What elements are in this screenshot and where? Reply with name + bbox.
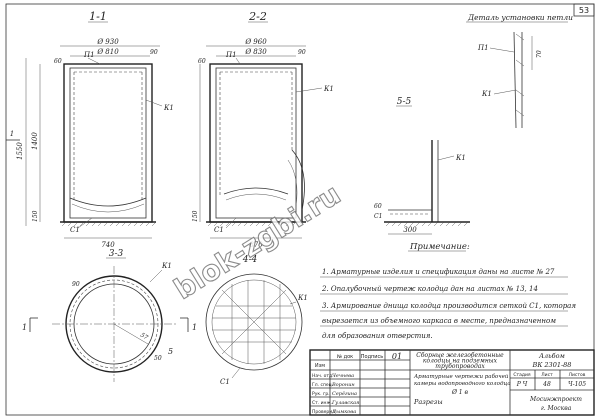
- tb-name-4: Гулавская: [331, 400, 359, 406]
- dim-h1400-view1: 1400: [31, 132, 39, 150]
- dim-a50-plan: 50: [154, 355, 162, 362]
- dim-w870-view2: 870: [249, 241, 263, 249]
- tb-stage-val: Р Ч: [516, 381, 528, 388]
- view-1-1: 1-1 Ø 930 Ø 810 60 90 П1: [6, 10, 174, 249]
- tb-project-1: Сборные железобетонные: [416, 352, 504, 359]
- view-5-5: 5-5 К1 300 60 С1: [374, 97, 470, 235]
- callout-loop-view2: П1: [225, 51, 237, 59]
- page-number-box: [573, 3, 595, 17]
- dim-d810-view1: Ø 810: [96, 48, 119, 56]
- dim-d830-view2: Ø 830: [244, 48, 267, 56]
- callout-mesh-view5: С1: [374, 213, 382, 220]
- dim-t60-view1: 60: [54, 58, 62, 65]
- base-hatch-view2: [207, 221, 303, 227]
- view-4-4-title: 4-4: [242, 255, 258, 265]
- dim-h150-view1: 150: [32, 210, 39, 222]
- dim-w300-view5: 300: [403, 226, 417, 234]
- callout-loop-detail: П1: [477, 44, 489, 52]
- note-3-line2: вырезается из объемного каркаса в месте,…: [322, 317, 556, 325]
- dim-w740-view1: 740: [101, 241, 115, 249]
- dim-d960-view2: Ø 960: [244, 38, 267, 46]
- tb-head-doc: № док: [337, 354, 353, 360]
- tb-role-1: Нач. отд.: [312, 373, 334, 379]
- tb-sheet-title-1: Арматурные чертежи рабочей: [413, 373, 509, 380]
- dim-t90-view1: 90: [150, 49, 158, 56]
- tb-project-2: колодцы на подземных: [423, 358, 498, 365]
- tb-name-1: Чечнева: [332, 373, 354, 379]
- section-marker-1-left: 1: [22, 323, 27, 332]
- view-4-4: 4-4 С1 К1: [205, 255, 308, 386]
- tb-name-2: Воронин: [331, 382, 355, 388]
- tb-org-1: Мосинжпроект: [529, 396, 582, 403]
- note-3-line1: 3. Армирование днища колодца производитс…: [322, 302, 576, 310]
- tb-role-5: Проверил: [312, 409, 335, 415]
- dim-r57-plan: 57: [139, 332, 149, 342]
- tb-sheet-val: 48: [542, 381, 551, 388]
- tb-head-izm: Изм: [315, 363, 325, 369]
- dim-h1550-view1: 1550: [16, 142, 24, 160]
- dim-t70-detail: 70: [536, 50, 543, 58]
- tb-copy-mark: 01: [392, 352, 402, 361]
- tb-sheets-val: Ч-105: [568, 381, 586, 388]
- sheet-border: [5, 3, 595, 416]
- callout-rebar-detail: К1: [481, 90, 492, 98]
- view-3-3: 3-3 57 50 90 5 К1 1 1: [22, 249, 197, 382]
- tb-sheet-title-4: Разрезы: [413, 398, 443, 406]
- page-number: 53: [579, 6, 589, 15]
- callout-rebar-view1: К1: [163, 104, 174, 112]
- callout-mesh-view2: С1: [214, 226, 224, 234]
- dim-h150-view2: 150: [192, 210, 199, 222]
- view-3-3-title: 3-3: [109, 249, 124, 259]
- tb-role-2: Гл. спец.: [312, 382, 333, 388]
- tb-role-3: Рук. гр.: [312, 391, 330, 397]
- view-1-1-title: 1-1: [89, 10, 107, 23]
- dim-d930-view1: Ø 930: [96, 38, 119, 46]
- callout-rebar-plan2: К1: [297, 294, 308, 302]
- base-hatch-view1: [61, 221, 157, 227]
- tb-name-5: Дымкова: [331, 409, 356, 415]
- tb-role-4: Ст. инж.: [312, 400, 332, 406]
- view-5-5-title: 5-5: [397, 97, 412, 107]
- callout-rebar-view5: К1: [455, 154, 466, 162]
- watermark: blok-zgbi.ru: [168, 178, 346, 306]
- tb-head-sign: Подпись: [361, 354, 384, 360]
- section-marker-3-left: 1: [10, 130, 14, 138]
- tb-stage-head: Стадия: [513, 372, 531, 378]
- detail-loop-installation: Деталь установки петли П1 70 К1: [466, 13, 573, 129]
- view-2-2-title: 2-2: [248, 10, 267, 23]
- notes-block: Примечание: 1. Арматурные изделия и спец…: [320, 242, 576, 340]
- base-hatch-view5: [385, 221, 469, 227]
- notes-heading: Примечание:: [409, 242, 470, 252]
- dim-t90-plan: 90: [72, 281, 80, 288]
- section-marker-1-right: 1: [192, 323, 197, 332]
- callout-rebar-view2: К1: [323, 85, 334, 93]
- tb-name-3: Серёгина: [332, 390, 357, 397]
- note-1: 1. Арматурные изделия и спецификация дан…: [322, 268, 555, 276]
- note-3-line3: для образования отверстия.: [322, 332, 433, 340]
- tb-sheets-head: Листов: [569, 372, 586, 378]
- callout-rebar-plan: К1: [161, 262, 172, 270]
- title-block: Изм № док Подпись 01 Нач. отд. Чечнева Г…: [309, 349, 595, 416]
- tb-sheet-title-2: камеры водопроводного колодца: [414, 381, 511, 387]
- tb-sheet-head: Лист: [541, 372, 553, 378]
- tb-sheet-title-3: Ø 1 в: [451, 389, 469, 396]
- dim-t60-view2: 60: [198, 58, 206, 65]
- dim-b5-plan: 5: [168, 347, 173, 356]
- tb-org-2: г. Москва: [541, 405, 572, 412]
- tb-album-label: Альбом: [538, 352, 565, 360]
- view-2-2: 2-2 Ø 960 Ø 830 60 90 П1: [192, 10, 334, 249]
- detail-title: Деталь установки петли: [467, 13, 573, 22]
- callout-mesh-view1: С1: [70, 226, 80, 234]
- bottom-mesh-grid: [212, 280, 296, 364]
- dim-t60-view5: 60: [374, 203, 382, 210]
- callout-mesh-plan: С1: [220, 378, 230, 386]
- tb-project-3: трубопроводах: [435, 363, 485, 370]
- dim-t90-view2: 90: [298, 49, 306, 56]
- tb-album-code: ВК 2301-88: [532, 361, 572, 369]
- note-2: 2. Опалубочный чертеж колодца дан на лис…: [321, 285, 538, 293]
- callout-loop-view1: П1: [83, 51, 95, 59]
